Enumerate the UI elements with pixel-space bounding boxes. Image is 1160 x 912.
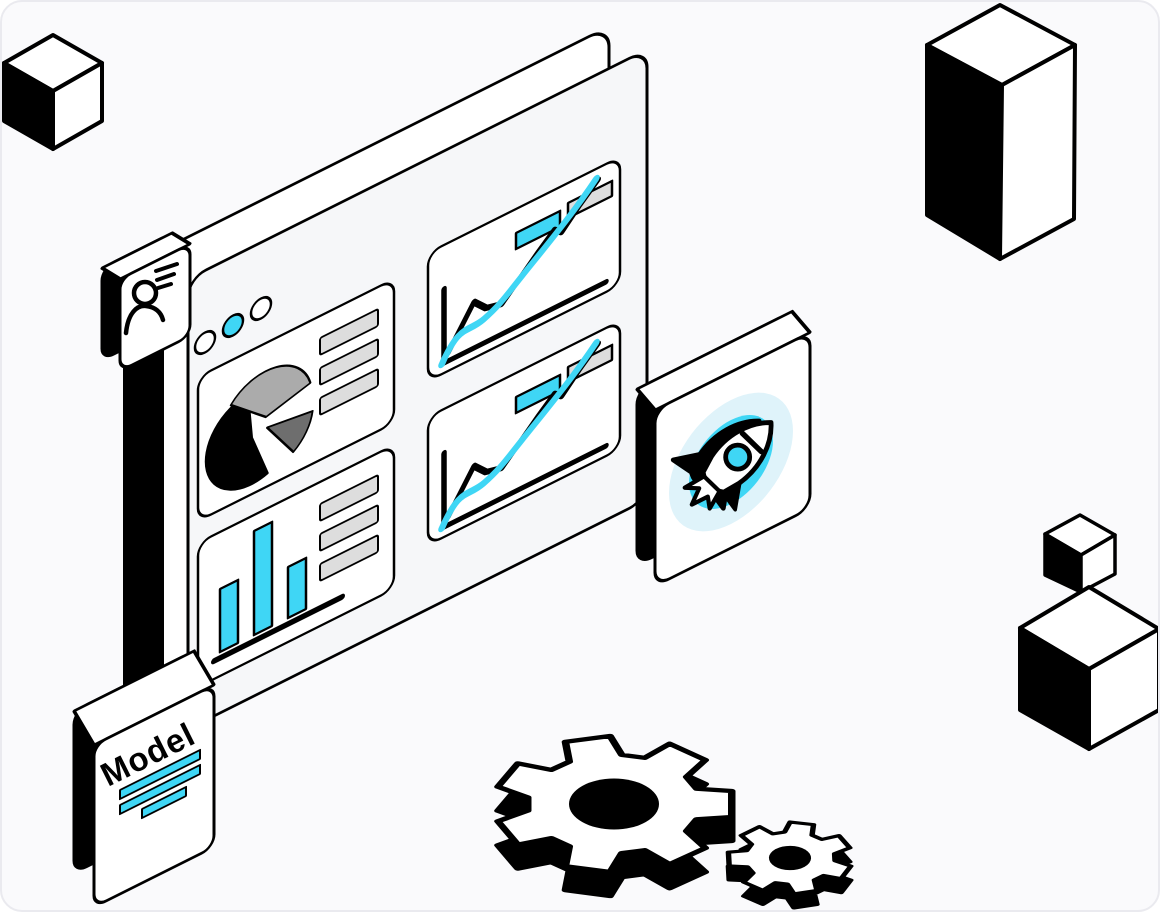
pie-chart-card: [196, 282, 396, 518]
rocket-icon: [660, 392, 796, 512]
bar-axis: [211, 593, 345, 665]
line-chart-card-1: [426, 160, 622, 378]
pie-slice-dark-gray: [266, 409, 314, 454]
cube-top-left-icon: [2, 33, 104, 151]
bar-1: [218, 578, 240, 654]
gear-hole: [768, 845, 812, 871]
gear-small-icon: [709, 811, 871, 912]
trend-line-cyan: [438, 338, 600, 533]
connector-pole: [123, 302, 164, 710]
badge-cyan: [514, 209, 562, 251]
gear-hole: [569, 778, 659, 830]
bar-3: [286, 556, 308, 620]
pie-slice-light-gray: [229, 364, 312, 419]
line-chart-card-2: [426, 324, 622, 542]
text-line-bar: [319, 368, 379, 416]
model-card: Model: [72, 649, 216, 905]
pie-slice-large-black: [204, 393, 269, 491]
text-line-bar: [319, 308, 379, 356]
gear-large-icon: [498, 736, 732, 896]
bar-chart-card: [196, 448, 396, 684]
model-underline: [119, 763, 201, 816]
cube-bottom-right-small-icon: [1043, 513, 1117, 594]
browser-window: [148, 32, 649, 724]
cube-bottom-right-large-icon: [1018, 585, 1158, 751]
pie-chart: [204, 364, 314, 491]
text-line-bar: [319, 474, 379, 522]
text-line-bar: [319, 534, 379, 582]
text-line-bar: [319, 338, 379, 386]
badge-cyan: [514, 373, 562, 415]
tall-box-top-right-icon: [925, 3, 1077, 261]
traffic-dot-2: [221, 312, 245, 339]
model-underline: [119, 748, 201, 801]
traffic-dot-1: [193, 329, 217, 356]
model-underline: [141, 785, 187, 820]
text-line-bar: [319, 504, 379, 552]
user-card: [100, 231, 192, 369]
user-profile-icon: [123, 262, 179, 336]
trend-line-cyan: [438, 174, 600, 369]
rocket-card: [635, 309, 812, 583]
bar-2: [252, 520, 274, 637]
traffic-dot-3: [249, 295, 273, 322]
rocket-window: [723, 442, 753, 472]
